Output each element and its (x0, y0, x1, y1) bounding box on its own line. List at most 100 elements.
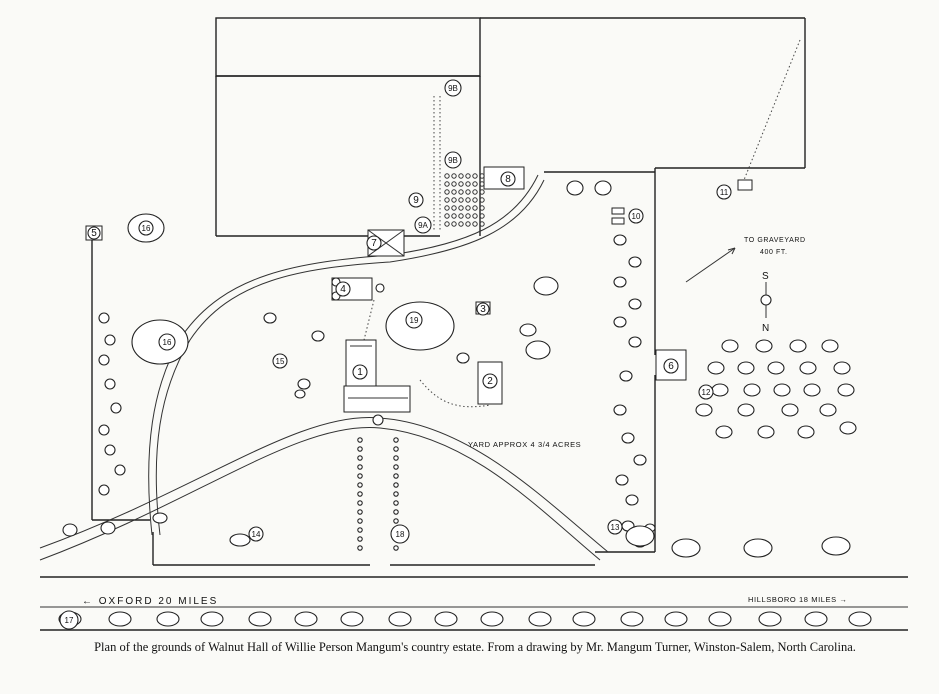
marker-1: 1 (352, 364, 368, 380)
garden-plant (458, 221, 464, 227)
driveways (39, 174, 609, 561)
orchard-tree (819, 403, 837, 417)
marker-7: 7 (366, 235, 382, 251)
tree (62, 523, 78, 537)
roadside-tree (708, 611, 732, 627)
garden-plant (451, 213, 457, 219)
marker-12: 12 (698, 384, 714, 400)
field-boundaries (215, 17, 806, 237)
roadside-tree (156, 611, 180, 627)
tree (263, 312, 277, 324)
marker-label: 12 (702, 388, 711, 397)
marker-circle (272, 353, 288, 369)
marker-circle (87, 226, 101, 240)
roadside-tree (758, 611, 782, 627)
avenue-tree (357, 500, 363, 506)
orchard-tree (839, 421, 857, 435)
marker-label: 1 (357, 367, 363, 378)
tree (533, 276, 559, 296)
trees-and-shrubs (58, 180, 872, 627)
roadside-tree (848, 611, 872, 627)
avenue-tree (357, 482, 363, 488)
main-road: ← OXFORD 20 MILES HILLSBORO 18 MILES → (40, 576, 908, 631)
marker-circle (59, 610, 79, 630)
marker-circle (628, 208, 644, 224)
garden-plant (479, 173, 485, 179)
garden-plant (444, 197, 450, 203)
marker-16: 16 (158, 333, 176, 351)
tree (104, 378, 116, 390)
garden-plant (472, 205, 478, 211)
garden-plant (458, 213, 464, 219)
tree (100, 521, 116, 535)
marker-4: 4 (335, 281, 351, 297)
tree (613, 276, 627, 288)
garden-plant (451, 221, 457, 227)
avenue-tree (393, 473, 399, 479)
avenue-tree (357, 473, 363, 479)
tree (619, 370, 633, 382)
tree (311, 330, 325, 342)
marker-label: 6 (668, 361, 674, 372)
tree (566, 180, 584, 196)
tree (525, 340, 551, 360)
marker-label: 8 (505, 174, 511, 185)
marker-label: 5 (91, 228, 97, 239)
tree (297, 378, 311, 390)
avenue-tree (393, 446, 399, 452)
garden-plant (472, 189, 478, 195)
marker-16: 16 (138, 220, 154, 236)
marker-label: 2 (487, 376, 493, 387)
garden-plant (479, 213, 485, 219)
tree (98, 424, 110, 436)
garden-plant (465, 181, 471, 187)
roadside-tree (804, 611, 828, 627)
marker-circle (408, 192, 424, 208)
garden-plant (451, 173, 457, 179)
roadside-tree (434, 611, 458, 627)
tree (625, 494, 639, 506)
avenue-tree (393, 491, 399, 497)
avenue-tree (357, 518, 363, 524)
garden-plant (465, 205, 471, 211)
garden-plant (479, 205, 485, 211)
avenue-tree (393, 482, 399, 488)
marker-circle (414, 216, 432, 234)
roadside-tree (388, 611, 412, 627)
tree (104, 444, 116, 456)
marker-circle (476, 302, 490, 316)
tree (104, 334, 116, 346)
marker-9b: 9B (444, 151, 462, 169)
orchard-tree (767, 361, 785, 375)
avenue-tree (393, 500, 399, 506)
tree (519, 323, 537, 337)
tree (98, 354, 110, 366)
garden-plant (472, 197, 478, 203)
garden-plant (465, 189, 471, 195)
hillsboro-road-label: HILLSBORO 18 MILES → (748, 595, 848, 604)
marker-label: 14 (252, 530, 261, 539)
marker-label: 11 (720, 188, 729, 197)
marker-circle (500, 171, 516, 187)
orchard-tree (837, 383, 855, 397)
orchard-tree (821, 339, 839, 353)
avenue-tree (357, 446, 363, 452)
marker-circle (366, 235, 382, 251)
marker-circle (138, 220, 154, 236)
tree (613, 316, 627, 328)
tree (110, 402, 122, 414)
avenue-tree (357, 455, 363, 461)
garden-grid (444, 173, 485, 227)
tree (594, 180, 612, 196)
roadside-tree (108, 611, 132, 627)
orchard-tree (721, 339, 739, 353)
marker-9: 9 (408, 192, 424, 208)
roadside-tree (572, 611, 596, 627)
compass-south: S (762, 271, 769, 282)
avenue-tree (393, 518, 399, 524)
tree (613, 404, 627, 416)
tree (98, 484, 110, 496)
avenue-tree (357, 536, 363, 542)
marker-label: 3 (480, 304, 486, 315)
figure-caption: Plan of the grounds of Walnut Hall of Wi… (94, 640, 856, 654)
